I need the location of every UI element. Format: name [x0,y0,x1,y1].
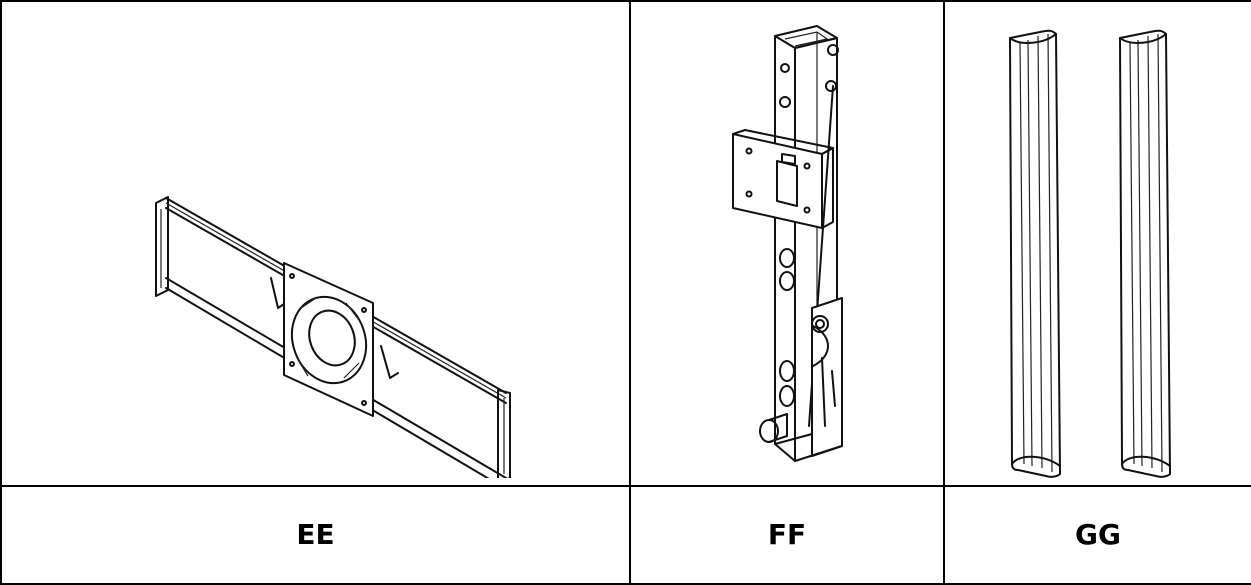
part-ff-cell [629,0,945,487]
parts-image-row [0,0,1251,487]
part-label-gg: GG [943,484,1251,585]
vertical-column-bracket-icon [732,24,843,462]
parts-label-row: EE FF GG [0,484,1251,585]
part-ee-cell [0,0,631,487]
channel-cover-strips-icon [1009,29,1171,478]
sliding-crossbar-bracket-icon [154,196,511,479]
part-gg-cell [943,0,1251,487]
part-label-ff: FF [629,484,945,585]
part-label-ee: EE [0,484,631,585]
